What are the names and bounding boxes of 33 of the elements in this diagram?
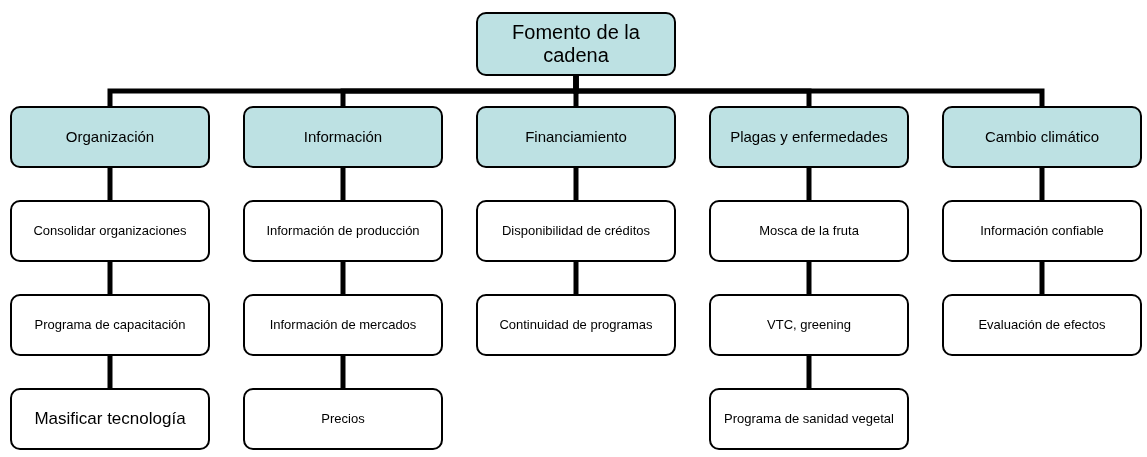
item-box: Información de mercados [243,294,443,356]
connector-line [573,76,1045,106]
connector-line [806,262,812,294]
connector-line [806,356,812,388]
heading-box: Información [243,106,443,168]
item-box: Información de producción [243,200,443,262]
item-box: Consolidar organizaciones [10,200,210,262]
connector-line [1039,262,1045,294]
item-box: Programa de capacitación [10,294,210,356]
connector-line [107,168,113,200]
item-box: VTC, greening [709,294,909,356]
connector-line [806,168,812,200]
item-box: Mosca de la fruta [709,200,909,262]
item-box: Precios [243,388,443,450]
heading-box: Cambio climático [942,106,1142,168]
heading-box: Plagas y enfermedades [709,106,909,168]
item-box: Continuidad de programas [476,294,676,356]
connector-line [340,262,346,294]
heading-box: Financiamiento [476,106,676,168]
connector-line [1039,168,1045,200]
item-box: Disponibilidad de créditos [476,200,676,262]
connector-line [573,262,579,294]
item-box: Programa de sanidad vegetal [709,388,909,450]
connector-line [573,168,579,200]
connector-line [340,356,346,388]
item-box: Información confiable [942,200,1142,262]
connector-line [107,262,113,294]
heading-box: Fomento de la cadena [476,12,676,76]
connector-line [340,168,346,200]
item-box: Masificar tecnología [10,388,210,450]
item-box: Evaluación de efectos [942,294,1142,356]
connector-line [107,356,113,388]
heading-box: Organización [10,106,210,168]
